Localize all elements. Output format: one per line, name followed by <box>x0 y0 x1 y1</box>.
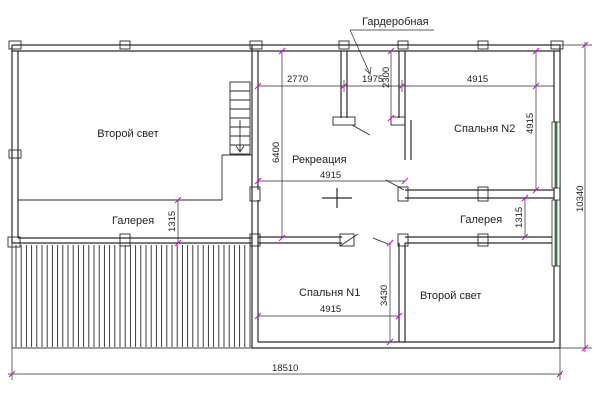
label-wardrobe: Гардеробная <box>362 16 429 28</box>
dim-6400: 6400 <box>271 142 282 163</box>
dim-1315-left: 1315 <box>167 211 178 232</box>
dim-4915-bedroom1: 4915 <box>320 304 341 315</box>
label-bedroom-1: Спальня N1 <box>299 287 360 299</box>
label-gallery-right: Галерея <box>460 214 502 226</box>
dim-4915-recreation: 4915 <box>320 170 341 181</box>
dim-10340: 10340 <box>575 186 586 212</box>
exterior-walls <box>8 40 564 349</box>
left-void <box>12 154 252 244</box>
label-gallery-left: Галерея <box>112 215 154 227</box>
dim-1975: 1975 <box>362 74 383 85</box>
dim-2770: 2770 <box>287 74 308 85</box>
interior-walls <box>7 45 554 348</box>
dimension-lines <box>8 29 592 380</box>
doors <box>339 124 405 247</box>
label-bedroom-2: Спальня N2 <box>454 123 515 135</box>
window-right <box>551 121 561 267</box>
stairs <box>229 81 251 155</box>
terrace-hatch <box>11 242 253 349</box>
dim-3430: 3430 <box>379 285 390 306</box>
dim-4915-right-vertical: 4915 <box>525 113 536 134</box>
dim-4915-top: 4915 <box>467 74 488 85</box>
dim-2300: 2300 <box>381 67 392 88</box>
dimension-ticks <box>8 41 589 378</box>
label-recreation: Рекреация <box>292 154 347 166</box>
column-cross <box>322 188 352 208</box>
label-second-light-left: Второй свет <box>97 128 158 140</box>
dim-18510: 18510 <box>272 363 298 374</box>
label-second-light-right: Второй свет <box>420 290 481 302</box>
dim-1315-right: 1315 <box>514 207 525 228</box>
